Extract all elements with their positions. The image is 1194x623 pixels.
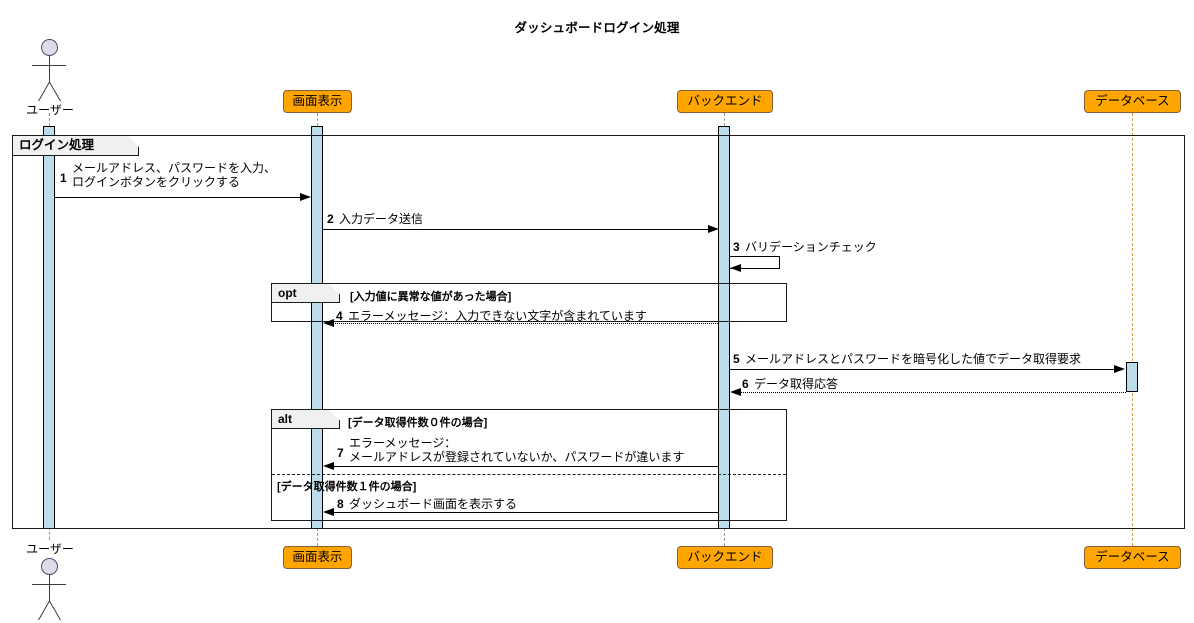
- fragment-alt-tag: alt: [272, 410, 340, 429]
- activation-database: [1126, 362, 1138, 392]
- msg-3-arrowhead: [730, 264, 741, 272]
- actor-arms-user-bottom: [32, 584, 66, 586]
- msg-7-number: 7: [337, 446, 344, 460]
- msg-7-label-line1: エラーメッセージ：: [349, 436, 457, 450]
- actor-leg-left-user-top: [38, 81, 51, 102]
- msg-7-label-line2: メールアドレスが登録されていないか、パスワードが違います: [349, 450, 685, 464]
- msg-1-number: 1: [60, 171, 67, 185]
- msg-6-label-line1: データ取得応答: [754, 377, 839, 391]
- msg-7-line: [329, 466, 718, 467]
- participant-backend-bottom[interactable]: バックエンド: [677, 546, 773, 569]
- msg-1-label-line2: ログインボタンをクリックする: [72, 175, 241, 189]
- msg-5-arrowhead: [1114, 365, 1125, 373]
- msg-5-label-line1: メールアドレスとパスワードを暗号化した値でデータ取得要求: [745, 352, 1082, 366]
- fragment-opt-guard: [入力値に異常な値があった場合]: [350, 291, 512, 303]
- participant-screen-bottom[interactable]: 画面表示: [283, 546, 352, 569]
- msg-3-label-line1: バリデーションチェック: [745, 240, 877, 254]
- msg-6-number: 6: [742, 377, 749, 391]
- participant-screen-top[interactable]: 画面表示: [283, 90, 352, 113]
- fragment-opt: [271, 283, 787, 322]
- msg-1-line: [55, 197, 306, 198]
- actor-body-user-bottom: [49, 575, 51, 601]
- msg-8-number: 8: [337, 497, 344, 511]
- msg-6-line: [736, 392, 1126, 393]
- actor-leg-left-user-bottom: [38, 600, 51, 621]
- msg-4-number: 4: [336, 309, 343, 323]
- page-title: ダッシュボードログイン処理: [514, 21, 680, 35]
- msg-8-line: [329, 512, 718, 513]
- participant-backend-top[interactable]: バックエンド: [677, 90, 773, 113]
- msg-4-label-line1: エラーメッセージ：入力できない文字が含まれています: [348, 309, 647, 323]
- fragment-alt: [271, 409, 787, 521]
- fragment-outer-login: [12, 135, 1185, 529]
- msg-2-number: 2: [327, 212, 334, 226]
- msg-1-arrowhead: [300, 193, 311, 201]
- participant-database-bottom[interactable]: データベース: [1084, 546, 1181, 569]
- msg-2-line: [323, 229, 714, 230]
- actor-body-user-top: [49, 56, 51, 82]
- msg-5-number: 5: [733, 352, 740, 366]
- fragment-opt-tag: opt: [272, 284, 340, 303]
- fragment-alt-else-guard: [データ取得件数１件の場合]: [277, 481, 417, 493]
- actor-head-user-top: [41, 39, 58, 56]
- msg-3-selfcall-loop: [730, 256, 780, 269]
- msg-2-label-line1: 入力データ送信: [339, 212, 424, 226]
- fragment-alt-guard: [データ取得件数０件の場合]: [348, 417, 488, 429]
- msg-8-label-line1: ダッシュボード画面を表示する: [349, 497, 518, 511]
- msg-8-arrowhead: [323, 508, 334, 516]
- actor-head-user-bottom: [41, 558, 58, 575]
- msg-4-arrowhead: [323, 319, 334, 327]
- msg-2-arrowhead: [708, 225, 719, 233]
- fragment-outer-tag: ログイン処理: [13, 136, 139, 156]
- actor-leg-right-user-top: [49, 81, 62, 102]
- actor-label-user-bottom: ユーザー: [26, 542, 74, 556]
- msg-5-line: [730, 369, 1116, 370]
- actor-leg-right-user-bottom: [49, 600, 62, 621]
- msg-4-line: [329, 323, 718, 324]
- msg-7-arrowhead: [323, 462, 334, 470]
- msg-3-number: 3: [733, 240, 740, 254]
- fragment-alt-divider: [272, 474, 786, 475]
- participant-database-top[interactable]: データベース: [1084, 90, 1181, 113]
- actor-label-user-top: ユーザー: [26, 103, 74, 117]
- actor-arms-user-top: [32, 65, 66, 67]
- msg-6-arrowhead: [730, 388, 741, 396]
- lifeline-database: [1132, 113, 1133, 546]
- msg-1-label-line1: メールアドレス、パスワードを入力、: [72, 161, 277, 175]
